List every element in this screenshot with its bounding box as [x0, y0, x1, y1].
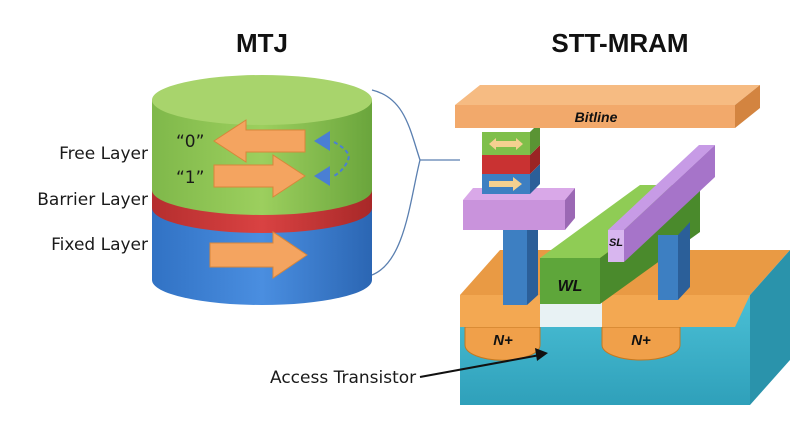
n-plus-left-label: N+ — [493, 332, 513, 349]
barrier-layer-label: Barrier Layer — [37, 190, 148, 210]
free-layer-label: Free Layer — [59, 144, 148, 164]
mini-barrier-layer — [482, 155, 530, 174]
fixed-arrow-right-icon — [209, 231, 308, 279]
free-layer-shape — [152, 100, 372, 215]
n-plus-right-label: N+ — [631, 332, 651, 349]
left-via-side — [527, 218, 538, 305]
source-line-label: SL — [609, 237, 623, 249]
bitline-label: Bitline — [575, 109, 618, 125]
flip-down-triangle-icon — [314, 166, 330, 186]
free-layer-top — [152, 75, 372, 125]
word-line-side — [600, 185, 700, 304]
access-transistor-arrow — [419, 354, 541, 378]
bitline-front — [455, 105, 735, 128]
bottom-electrode-side — [565, 188, 575, 230]
diffusion-top-strip — [460, 295, 750, 327]
mini-free-side — [530, 122, 540, 155]
state-zero-label: “0” — [176, 132, 204, 152]
left-via-front — [503, 228, 527, 305]
n-plus-left-shape — [464, 326, 541, 361]
source-line-top — [608, 145, 715, 230]
substrate-side — [750, 250, 790, 405]
n-plus-right-shape — [601, 326, 681, 361]
source-line-front — [608, 230, 624, 262]
sl-via-side — [678, 222, 690, 300]
mtj-title: MTJ — [236, 28, 288, 58]
flip-up-triangle-icon — [314, 131, 330, 151]
mini-barrier-side — [530, 145, 540, 174]
mtj-cylinder: “0” “1” — [152, 75, 372, 305]
state-one-label: “1” — [176, 168, 204, 188]
bottom-electrode-front — [463, 200, 565, 230]
access-transistor-arrowhead-icon — [535, 348, 548, 361]
source-line-side — [624, 145, 715, 262]
mini-fixed-arrow-icon — [489, 177, 522, 191]
stt-mram-structure: N+ N+ WL SL — [455, 85, 790, 405]
word-line-label: WL — [558, 278, 583, 295]
stt-mram-title: STT-MRAM — [551, 28, 688, 58]
gate-oxide — [540, 300, 602, 327]
sl-via-front — [658, 235, 678, 300]
flip-dashed-arc-icon — [333, 141, 350, 177]
access-transistor-label: Access Transistor — [270, 368, 416, 388]
mini-free-arrow-icon — [489, 138, 523, 150]
fixed-layer-label: Fixed Layer — [51, 235, 148, 255]
free-arrow-left-icon — [213, 119, 306, 163]
free-arrow-right-icon — [213, 154, 306, 198]
word-line-front — [540, 258, 600, 304]
bitline-top — [455, 85, 760, 105]
brace-connector — [371, 89, 421, 276]
bitline-side — [735, 85, 760, 128]
